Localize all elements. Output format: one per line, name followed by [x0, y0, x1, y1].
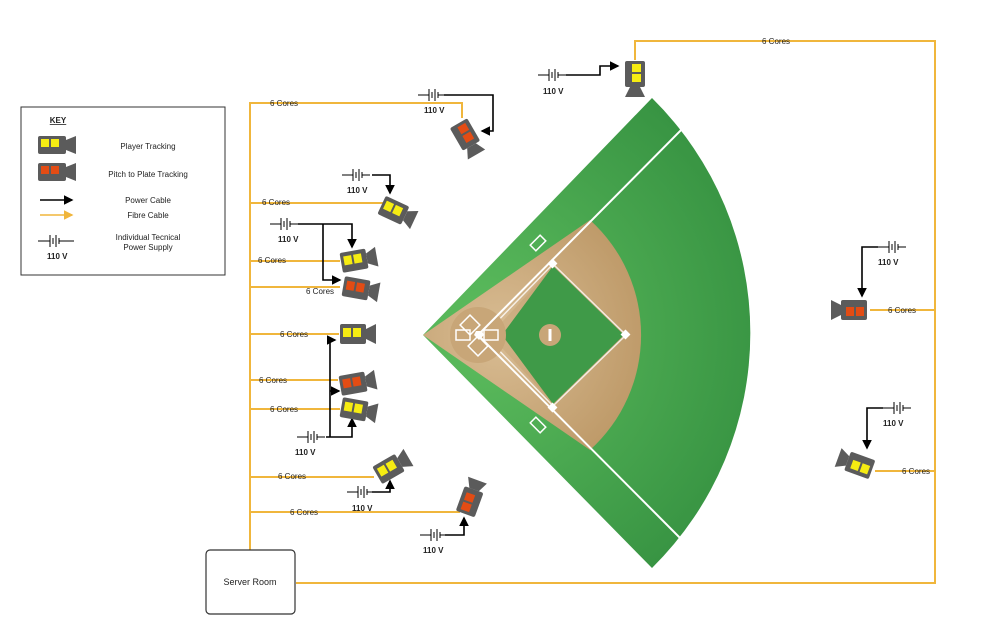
camera-icon: [834, 448, 875, 479]
power-supplies: [270, 69, 911, 541]
legend-fibre-cable-label: Fibre Cable: [127, 211, 169, 220]
cable-label: 6 Cores: [270, 99, 298, 108]
legend-pitch-tracking-label: Pitch to Plate Tracking: [108, 170, 188, 179]
server-room-label: Server Room: [223, 577, 276, 587]
fibre-trunk-left: [249, 102, 463, 550]
foul-line-third: [477, 334, 693, 551]
voltage-label: 110 V: [295, 448, 316, 457]
camera-icon: [340, 324, 376, 344]
cable-label: 6 Cores: [902, 467, 930, 476]
camera-icon: [456, 476, 487, 517]
cable-label: 6 Cores: [278, 472, 306, 481]
camera-icon: [338, 369, 378, 396]
cable-labels: 6 Cores 6 Cores 6 Cores 6 Cores 6 Cores …: [258, 37, 930, 517]
battery-icon: [878, 241, 906, 253]
cable-label: 6 Cores: [888, 306, 916, 315]
infield-grass: [502, 266, 624, 404]
voltage-label: 110 V: [883, 419, 904, 428]
camera-icon: [625, 61, 645, 97]
cable-label: 6 Cores: [280, 330, 308, 339]
legend-supply-label-2: Power Supply: [123, 243, 172, 252]
camera-icon: [341, 276, 381, 303]
legend-box: [20, 106, 226, 276]
cable-label: 6 Cores: [306, 287, 334, 296]
camera-icon: [339, 246, 379, 273]
legend: KEY Player Tracking Pitch to Plate Track…: [20, 106, 226, 276]
battery-icon: [883, 402, 911, 414]
cable-label: 6 Cores: [259, 376, 287, 385]
server-room[interactable]: Server Room: [205, 549, 296, 615]
voltage-label: 110 V: [878, 258, 899, 267]
power-cables: [298, 61, 883, 536]
dugout-box-top: [529, 234, 547, 252]
legend-supply-label-1: Individual Tecnical: [116, 233, 181, 242]
fibre-trunk-right: [296, 40, 936, 584]
battery-icon: [418, 89, 446, 101]
voltage-labels: 110 V 110 V 110 V 110 V 110 V 110 V 110 …: [278, 87, 904, 555]
camera-icon: [38, 136, 76, 154]
cable-label: 6 Cores: [762, 37, 790, 46]
camera-icon: [450, 119, 486, 160]
baseball-field: [423, 98, 751, 568]
legend-power-supply: 110 V Individual Tecnical Power Supply: [38, 233, 181, 261]
home-plate: [474, 331, 484, 340]
legend-pitch-tracking: Pitch to Plate Tracking: [38, 163, 188, 181]
server-room-box[interactable]: [205, 549, 296, 615]
battery-icon: [342, 169, 370, 181]
battery-icon: [347, 486, 375, 498]
voltage-label: 110 V: [543, 87, 564, 96]
cable-label: 6 Cores: [258, 256, 286, 265]
voltage-label: 110 V: [352, 504, 373, 513]
camera-icon: [339, 397, 379, 424]
first-base: [620, 329, 631, 340]
third-base: [547, 402, 558, 413]
dugout-box-bottom: [529, 416, 547, 434]
fibre-cables: [249, 40, 936, 584]
battery-icon: [297, 431, 325, 443]
camera-icon: [373, 448, 414, 484]
battery-icon: [420, 529, 448, 541]
cable-label: 6 Cores: [270, 405, 298, 414]
camera-icon: [378, 196, 419, 230]
battery-icon: [538, 69, 566, 81]
cable-label: 6 Cores: [262, 198, 290, 207]
legend-title: KEY: [50, 116, 67, 125]
foul-line-first: [477, 117, 694, 336]
legend-fibre-cable: Fibre Cable: [40, 210, 169, 220]
legend-power-cable: Power Cable: [40, 195, 171, 205]
cable-label: 6 Cores: [290, 508, 318, 517]
battery-icon: [38, 235, 74, 247]
battery-icon: [270, 218, 298, 230]
legend-voltage-label: 110 V: [47, 252, 68, 261]
legend-player-tracking: Player Tracking: [38, 136, 176, 154]
camera-icon: [38, 163, 76, 181]
legend-player-tracking-label: Player Tracking: [120, 142, 175, 151]
voltage-label: 110 V: [347, 186, 368, 195]
camera-icon: [831, 300, 867, 320]
legend-power-cable-label: Power Cable: [125, 196, 171, 205]
voltage-label: 110 V: [424, 106, 445, 115]
cameras: [338, 61, 875, 517]
voltage-label: 110 V: [278, 235, 299, 244]
voltage-label: 110 V: [423, 546, 444, 555]
second-base-marker: [547, 258, 558, 269]
